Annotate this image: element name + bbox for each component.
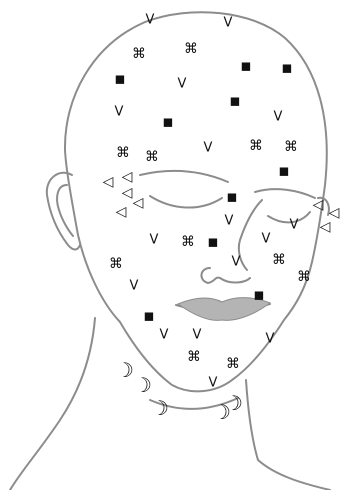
v-mark: V xyxy=(193,328,202,343)
v-mark: V xyxy=(225,214,234,229)
v-mark: V xyxy=(130,279,139,294)
square-mark: ■ xyxy=(227,191,237,204)
cmd-mark: ⌘ xyxy=(184,41,198,57)
left-eyebrow xyxy=(140,171,228,182)
right-eyebrow xyxy=(255,189,315,198)
cmd-mark: ⌘ xyxy=(187,349,201,365)
cmd-mark: ⌘ xyxy=(132,46,146,62)
v-mark: V xyxy=(178,77,187,92)
moon-mark: ☽ xyxy=(116,358,134,382)
square-mark: ■ xyxy=(163,116,173,129)
square-mark: ■ xyxy=(279,165,289,178)
triangle-mark: ◁ xyxy=(133,195,144,211)
cmd-mark: ⌘ xyxy=(109,256,123,272)
triangle-mark: ◁ xyxy=(313,197,324,213)
v-mark: V xyxy=(232,255,241,270)
nose-bridge xyxy=(239,200,262,270)
square-mark: ■ xyxy=(241,60,251,73)
left-eye xyxy=(150,196,222,208)
cmd-mark: ⌘ xyxy=(145,149,159,165)
square-mark: ■ xyxy=(208,236,218,249)
v-mark: V xyxy=(146,13,155,28)
v-mark: V xyxy=(150,233,159,248)
moon-mark: ☽ xyxy=(134,373,152,397)
cmd-mark: ⌘ xyxy=(181,234,195,250)
square-mark: ■ xyxy=(144,310,154,323)
v-mark: V xyxy=(290,218,299,233)
neck-left xyxy=(10,318,95,490)
cmd-mark: ⌘ xyxy=(116,145,130,161)
triangle-mark: ◁ xyxy=(122,169,133,185)
square-mark: ■ xyxy=(254,289,264,302)
triangle-mark: ◁ xyxy=(116,204,127,220)
cmd-mark: ⌘ xyxy=(284,139,298,155)
neck-right xyxy=(246,380,330,490)
triangle-mark: ◁ xyxy=(103,174,114,190)
v-mark: V xyxy=(262,232,271,247)
left-ear xyxy=(47,173,80,250)
moon-mark: ☽ xyxy=(225,391,243,415)
v-mark: V xyxy=(115,105,124,120)
v-mark: V xyxy=(274,110,283,125)
moon-mark: ☽ xyxy=(151,396,169,420)
v-mark: V xyxy=(224,16,233,31)
v-mark: V xyxy=(204,141,213,156)
cmd-mark: ⌘ xyxy=(249,138,263,154)
v-mark: V xyxy=(266,332,275,347)
triangle-mark: ◁ xyxy=(320,219,331,235)
square-mark: ■ xyxy=(115,73,125,86)
cmd-mark: ⌘ xyxy=(272,252,286,268)
v-mark: V xyxy=(209,376,218,391)
square-mark: ■ xyxy=(230,95,240,108)
v-mark: V xyxy=(160,328,169,343)
nose-tip xyxy=(201,268,250,283)
square-mark: ■ xyxy=(282,62,292,75)
cmd-mark: ⌘ xyxy=(226,356,240,372)
triangle-mark: ◁ xyxy=(122,185,133,201)
cmd-mark: ⌘ xyxy=(297,269,311,285)
